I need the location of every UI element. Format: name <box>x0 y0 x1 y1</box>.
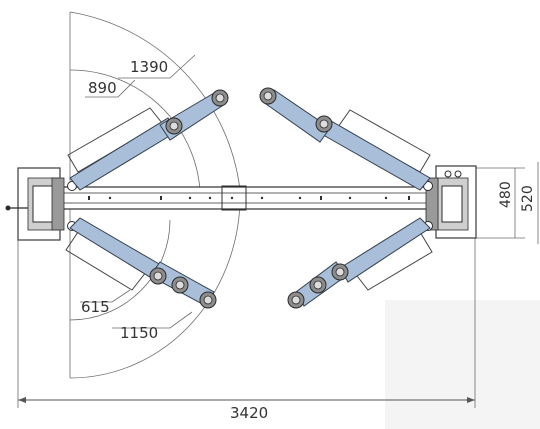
arc-615 <box>69 219 171 321</box>
arm-lower-left <box>69 217 217 309</box>
dim-615: 615 <box>81 298 110 316</box>
watermark <box>385 300 540 429</box>
right-column <box>423 165 477 239</box>
radius-leaders <box>80 54 196 329</box>
lift-arms <box>69 87 431 309</box>
arc-890 <box>69 69 201 191</box>
dimension-labels: 1390 890 615 1150 3420 480 520 <box>81 58 536 422</box>
arm-upper-right <box>259 87 431 191</box>
dim-890: 890 <box>88 79 117 97</box>
dim-1150: 1150 <box>120 324 158 342</box>
dim-1390: 1390 <box>130 58 168 76</box>
dim-3420: 3420 <box>230 404 268 422</box>
dim-520: 520 <box>520 185 536 212</box>
dimension-lines <box>17 162 539 408</box>
arm-lower-right <box>287 217 431 309</box>
arm-upper-left <box>69 89 229 191</box>
left-column <box>5 167 77 241</box>
crossbeam <box>54 185 436 211</box>
dim-480: 480 <box>498 181 514 208</box>
